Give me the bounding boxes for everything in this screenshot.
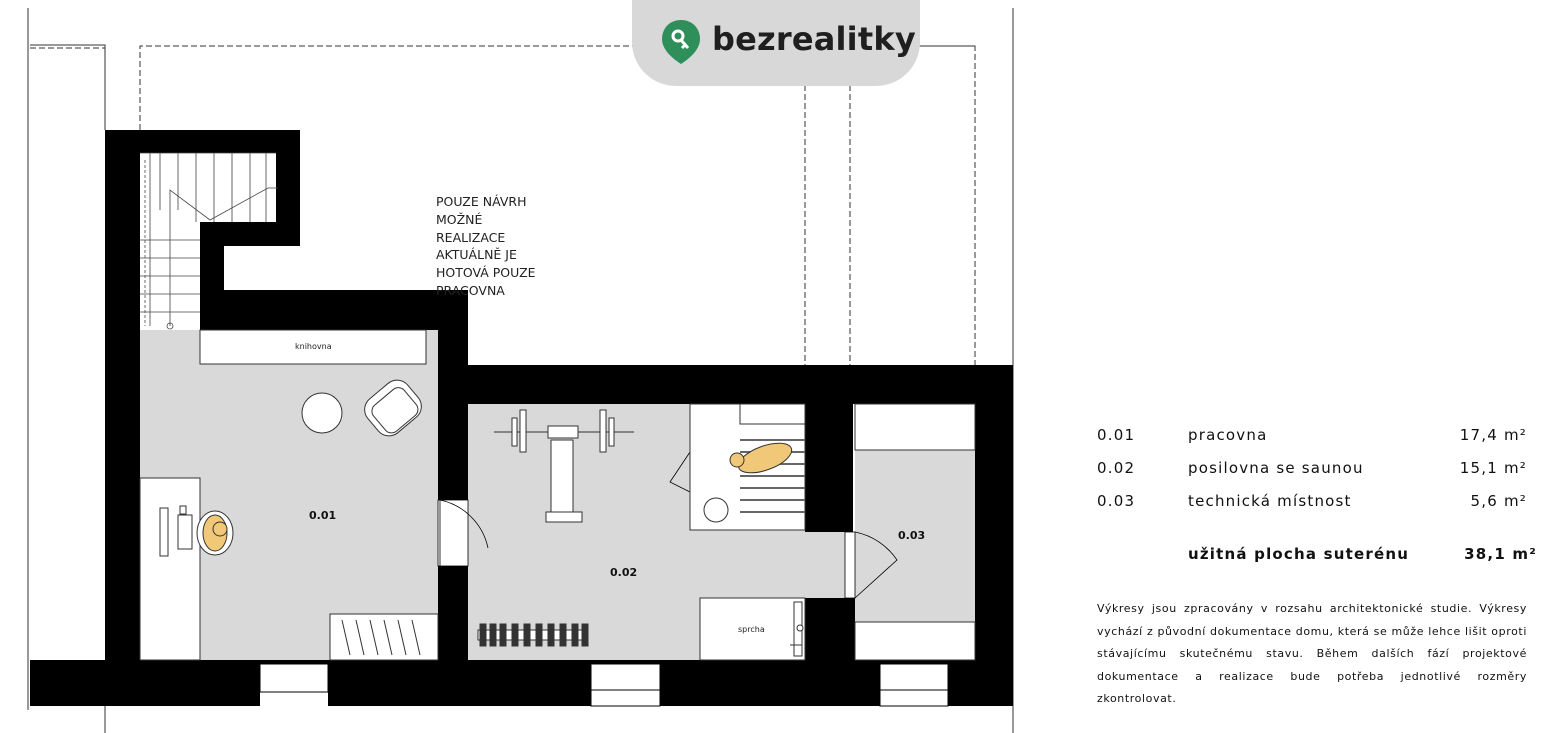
legend-code: 0.02	[1097, 459, 1136, 477]
floor-room-0-03	[855, 450, 975, 622]
armchair	[364, 379, 422, 437]
dumbbell-rack	[477, 623, 589, 647]
bookshelf-label: knihovna	[295, 342, 332, 351]
room-label-0-01: 0.01	[309, 509, 337, 522]
legend-area: 15,1 m²	[1459, 459, 1527, 477]
room-label-0-02: 0.02	[610, 566, 638, 579]
floor-plan	[27, 8, 1014, 733]
walls[interactable]	[30, 130, 1013, 706]
legend-area: 17,4 m²	[1459, 426, 1527, 444]
plan-note-line: AKTUÁLNĚ JE	[436, 247, 517, 263]
brand-logo-text: bezrealitky	[712, 20, 916, 58]
round-table	[301, 392, 343, 434]
location-pin-icon	[662, 20, 700, 64]
shower-label: sprcha	[738, 625, 765, 634]
legend-code: 0.01	[1097, 426, 1136, 444]
person-at-desk	[196, 510, 234, 556]
legend-area: 5,6 m²	[1470, 492, 1527, 510]
windows[interactable]	[259, 663, 949, 707]
shower	[699, 597, 806, 661]
plan-note-line: POUZE NÁVRH	[436, 194, 527, 209]
bookshelf	[199, 329, 427, 365]
furniture-0-03	[854, 403, 976, 661]
bench-press	[494, 409, 634, 523]
plan-note: POUZE NÁVRH MOŽNÉ REALIZACE AKTUÁLNĚ JE …	[436, 193, 596, 300]
plan-note-line: MOŽNÉ	[436, 211, 483, 227]
plan-note-line: REALIZACE	[436, 229, 506, 245]
plan-note-line: PRACOVNA	[436, 282, 505, 298]
doors[interactable]	[437, 451, 898, 599]
legend-total-label: užitná plocha suterénu	[1188, 545, 1410, 563]
desk	[139, 477, 201, 661]
legend-code: 0.03	[1097, 492, 1136, 510]
staircase[interactable]	[140, 152, 278, 330]
legend-name: posilovna se saunou	[1188, 459, 1364, 477]
person-sauna	[729, 442, 793, 474]
legend-row: 0.01 pracovna 17,4 m²	[1097, 426, 1537, 448]
legend-name: technická místnost	[1188, 492, 1352, 510]
disclaimer-text: Výkresy jsou zpracovány v rozsahu archit…	[1097, 602, 1527, 705]
plan-note-line: HOTOVÁ POUZE	[436, 265, 536, 281]
furniture-0-01	[139, 329, 439, 661]
legend-total-row: užitná plocha suterénu 38,1 m²	[1097, 545, 1537, 567]
legend-name: pracovna	[1188, 426, 1268, 444]
legend-row: 0.02 posilovna se saunou 15,1 m²	[1097, 459, 1537, 481]
legend-total-area: 38,1 m²	[1464, 545, 1537, 563]
room-label-0-03: 0.03	[898, 529, 926, 542]
sauna	[689, 403, 806, 531]
legend-row: 0.03 technická místnost 5,6 m²	[1097, 492, 1537, 514]
furniture-0-02	[477, 403, 806, 661]
